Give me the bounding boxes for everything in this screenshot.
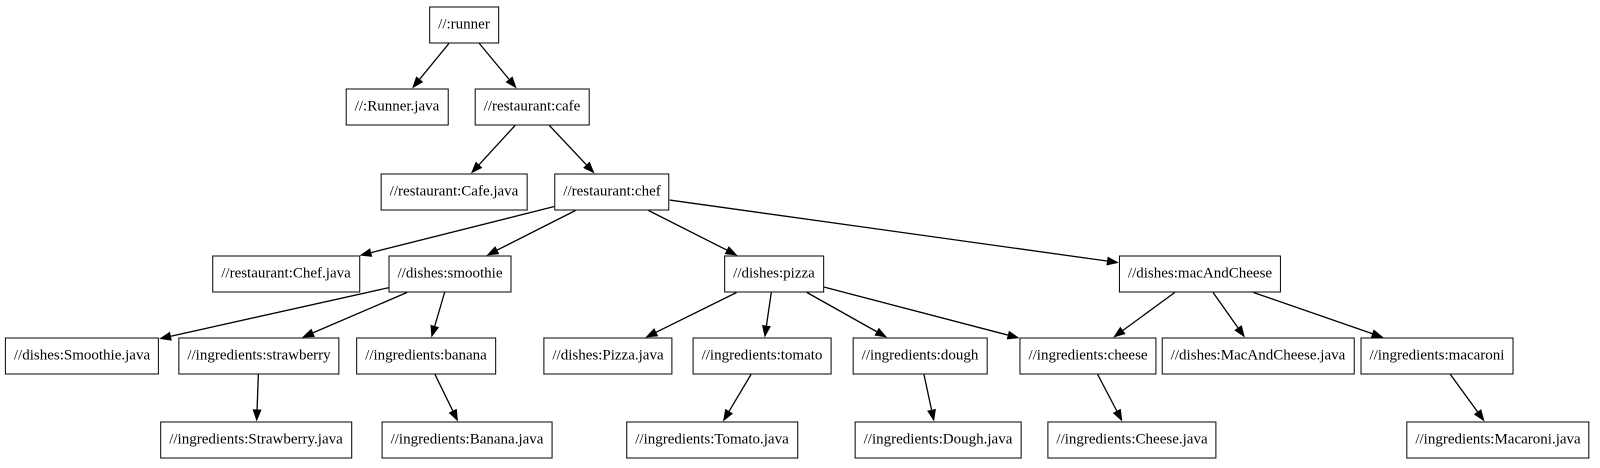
graph-node-cafe_java: //restaurant:Cafe.java	[380, 173, 528, 211]
graph-node-cheese_java: //ingredients:Cheese.java	[1047, 421, 1217, 459]
edge-smoothie-banana	[430, 292, 446, 338]
graph-node-cafe: //restaurant:cafe	[474, 88, 590, 126]
edge-cheese-cheese_java	[1097, 374, 1123, 422]
edge-chef-chef_java	[359, 205, 555, 257]
graph-node-dough: //ingredients:dough	[852, 337, 988, 375]
graph-node-cheese: //ingredients:cheese	[1019, 337, 1157, 375]
graph-node-macandcheese: //dishes:macAndCheese	[1118, 255, 1282, 293]
edge-smoothie-strawberry	[302, 291, 408, 338]
graph-node-pizza_java: //dishes:Pizza.java	[543, 337, 673, 375]
graph-node-banana: //ingredients:banana	[356, 337, 496, 375]
graph-node-smoothie_java: //dishes:Smoothie.java	[4, 337, 160, 375]
graph-node-banana_java: //ingredients:Banana.java	[381, 421, 553, 459]
edge-pizza-cheese	[823, 286, 1020, 340]
edge-pizza-pizza_java	[645, 291, 737, 338]
edge-runner-runner_java	[412, 43, 450, 89]
graph-node-tomato_java: //ingredients:Tomato.java	[626, 421, 798, 459]
edge-runner-cafe	[478, 43, 517, 89]
edge-tomato-tomato_java	[723, 374, 752, 422]
edge-cafe-chef	[548, 125, 595, 174]
edge-dough-dough_java	[923, 374, 936, 422]
graph-node-chef: //restaurant:chef	[554, 173, 670, 211]
edge-macaroni-macaroni_java	[1449, 374, 1485, 422]
graph-node-chef_java: //restaurant:Chef.java	[212, 255, 360, 293]
edge-strawberry-strawberry_java	[252, 374, 262, 422]
edge-pizza-tomato	[761, 292, 772, 338]
graph-node-runner_java: //:Runner.java	[345, 88, 449, 126]
edge-macandcheese-macaroni	[1253, 291, 1384, 338]
graph-node-smoothie: //dishes:smoothie	[388, 255, 512, 293]
graph-node-macaroni_java: //ingredients:Macaroni.java	[1406, 421, 1590, 459]
edge-banana-banana_java	[434, 374, 458, 422]
edge-chef-pizza	[648, 209, 738, 256]
graph-node-dough_java: //ingredients:Dough.java	[854, 421, 1022, 459]
graph-node-runner: //:runner	[429, 6, 499, 44]
edge-smoothie-smoothie_java	[159, 287, 389, 341]
edge-macandcheese-macandcheese_java	[1212, 292, 1245, 338]
graph-node-macaroni: //ingredients:macaroni	[1360, 337, 1514, 375]
edge-pizza-dough	[806, 291, 888, 338]
graph-node-strawberry: //ingredients:strawberry	[178, 337, 340, 375]
graph-node-macandcheese_java: //dishes:MacAndCheese.java	[1161, 337, 1355, 375]
graph-node-pizza: //dishes:pizza	[724, 255, 824, 293]
graph-node-strawberry_java: //ingredients:Strawberry.java	[160, 421, 352, 459]
edge-chef-smoothie	[486, 209, 576, 256]
edge-chef-macandcheese	[669, 199, 1119, 266]
edge-macandcheese-cheese	[1113, 291, 1176, 338]
graph-node-tomato: //ingredients:tomato	[692, 337, 832, 375]
edge-cafe-cafe_java	[470, 125, 516, 174]
